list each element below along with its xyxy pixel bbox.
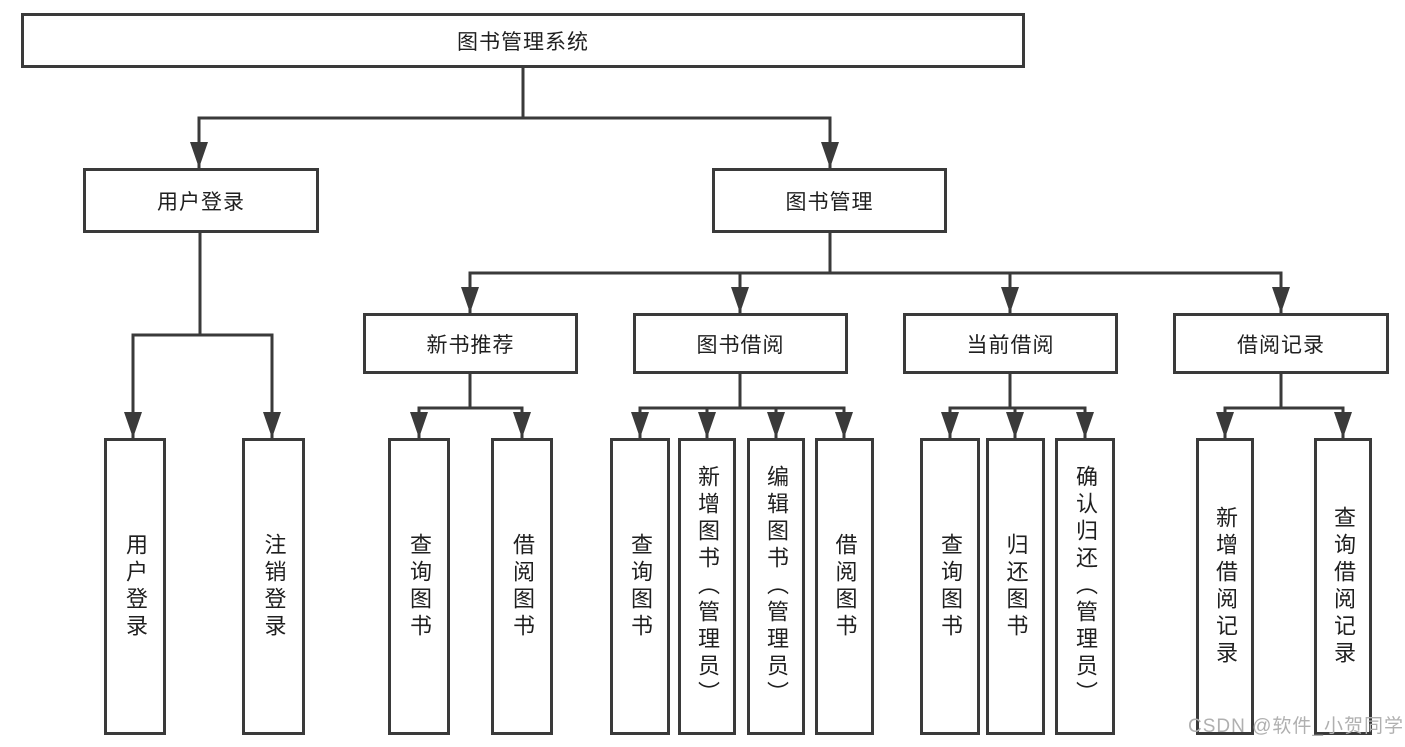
- connector-borrowing-records-branch: [1223, 372, 1345, 438]
- leaf-label: 新增图书（管理员）: [695, 465, 720, 708]
- leaf-edit-books-admin: 编辑图书（管理员）: [747, 438, 805, 735]
- connector-book-borrowing-branch: [638, 372, 846, 438]
- leaf-query-books-current: 查询图书: [920, 438, 980, 735]
- leaf-label: 查询图书: [407, 532, 432, 641]
- leaf-label: 注销登录: [261, 532, 287, 641]
- connector-new-book-branch: [417, 372, 524, 438]
- csdn-watermark: CSDN @软件_小贺同学: [1188, 716, 1404, 737]
- node-new-book-recommendation: 新书推荐: [363, 313, 578, 374]
- leaf-borrow-books-borrowing: 借阅图书: [815, 438, 874, 735]
- node-borrowing-records: 借阅记录: [1173, 313, 1389, 374]
- leaf-add-books-admin: 新增图书（管理员）: [678, 438, 736, 735]
- node-label: 图书管理系统: [457, 30, 589, 54]
- leaf-label: 查询图书: [938, 532, 963, 641]
- node-user-login: 用户登录: [83, 168, 319, 233]
- node-label: 新书推荐: [426, 333, 515, 357]
- leaf-label: 新增借阅记录: [1213, 505, 1238, 668]
- node-label: 图书管理: [785, 190, 874, 214]
- leaf-label: 用户登录: [123, 532, 148, 641]
- node-label: 当前借阅: [966, 333, 1055, 357]
- leaf-label: 编辑图书（管理员）: [764, 465, 789, 708]
- leaf-label: 确认归还（管理员）: [1073, 465, 1098, 708]
- leaf-borrow-books-recommend: 借阅图书: [491, 438, 553, 735]
- leaf-add-borrow-record: 新增借阅记录: [1196, 438, 1254, 735]
- connector-root-branch: [197, 66, 832, 168]
- arrow-down-icons: [124, 142, 1352, 438]
- leaf-label: 借阅图书: [832, 532, 858, 641]
- leaf-confirm-return-admin: 确认归还（管理员）: [1055, 438, 1115, 735]
- connector-user-login-branch: [131, 231, 274, 438]
- node-library-management-system: 图书管理系统: [21, 13, 1025, 68]
- node-book-borrowing: 图书借阅: [633, 313, 848, 374]
- leaf-query-borrow-record: 查询借阅记录: [1314, 438, 1372, 735]
- connector-book-management-branch: [468, 231, 1283, 313]
- node-book-management: 图书管理: [712, 168, 947, 233]
- leaf-logout-login: 注销登录: [242, 438, 305, 735]
- node-current-borrowing: 当前借阅: [903, 313, 1118, 374]
- leaf-query-books-recommend: 查询图书: [388, 438, 450, 735]
- leaf-label: 查询借阅记录: [1331, 505, 1356, 668]
- leaf-label: 借阅图书: [510, 532, 535, 641]
- node-label: 图书借阅: [696, 333, 785, 357]
- leaf-user-login: 用户登录: [104, 438, 166, 735]
- node-label: 借阅记录: [1237, 333, 1325, 357]
- node-label: 用户登录: [157, 190, 245, 214]
- leaf-return-books: 归还图书: [986, 438, 1045, 735]
- leaf-label: 归还图书: [1003, 532, 1029, 641]
- leaf-query-books-borrowing: 查询图书: [610, 438, 670, 735]
- leaf-label: 查询图书: [628, 532, 653, 641]
